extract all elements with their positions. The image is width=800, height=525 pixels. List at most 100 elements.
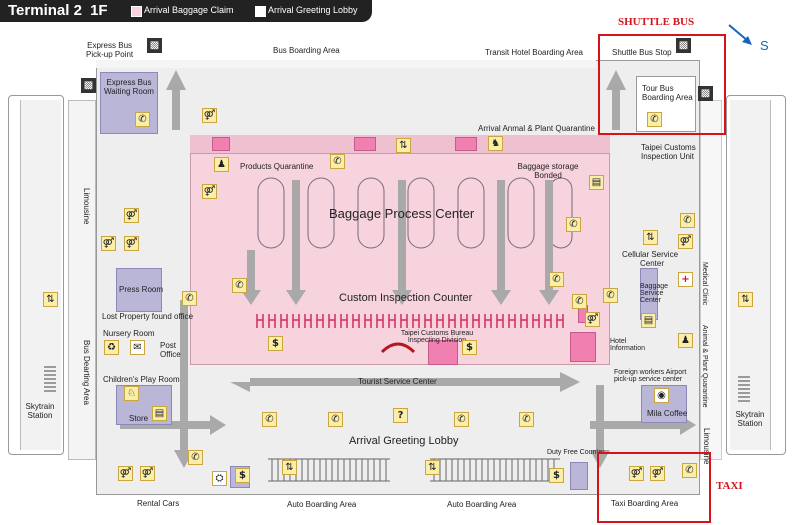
legend-claim-label: Arrival Baggage Claim bbox=[144, 5, 234, 15]
claim-booth-5 bbox=[428, 340, 458, 365]
tourist-service-label: Tourist Service Center bbox=[358, 377, 437, 386]
phone-icon: ✆ bbox=[262, 412, 277, 427]
skytrain-left-line1: Skytrain bbox=[25, 402, 55, 411]
duty-free-booth bbox=[570, 462, 588, 490]
skytrain-right-inner bbox=[730, 100, 771, 450]
bus-dearting-label: Bus Dearting Area bbox=[82, 340, 91, 405]
bus-icon: ▩ bbox=[698, 86, 713, 101]
first-aid-icon: + bbox=[678, 272, 693, 287]
taxi-icon: ⛭ bbox=[212, 471, 227, 486]
officer-icon: ♟ bbox=[214, 157, 229, 172]
animal-plant-right-label: Animal & Plant Quarantine bbox=[701, 325, 708, 408]
restroom-icon: ⚤ bbox=[202, 184, 217, 199]
skytrain-right-line1: Skytrain bbox=[735, 410, 765, 419]
press-room bbox=[116, 268, 162, 312]
customs-bureau-line1: Taipei Customs Bureau bbox=[400, 330, 474, 337]
skytrain-left-stairs bbox=[44, 366, 56, 392]
products-quarantine-label: Products Quarantine bbox=[240, 162, 314, 171]
bus-icon: ▩ bbox=[81, 78, 96, 93]
foreign-workers-label: Foreign workers Airport pick-up service … bbox=[614, 369, 686, 383]
limousine-right-label: Limousine bbox=[702, 428, 711, 465]
compass-arrow-icon bbox=[728, 24, 752, 45]
press-room-label: Press Room bbox=[119, 285, 164, 294]
post-office-line1: Post bbox=[160, 341, 177, 350]
money-exchange-icon: $ bbox=[268, 336, 283, 351]
phone-icon: ✆ bbox=[232, 278, 247, 293]
bus-boarding-label: Bus Boarding Area bbox=[273, 46, 340, 55]
express-waiting-line1: Express Bus bbox=[106, 78, 152, 87]
shuttle-bus-stop-label: Shuttle Bus Stop bbox=[612, 48, 672, 57]
left-bus-lane bbox=[68, 100, 96, 460]
restroom-icon: ⚤ bbox=[650, 466, 665, 481]
information-icon: ? bbox=[393, 408, 408, 423]
baggage-storage-label: Baggage storage Bonded bbox=[508, 162, 588, 180]
restroom-icon: ⚤ bbox=[124, 208, 139, 223]
medical-clinic-label: Medical Clinic bbox=[701, 262, 708, 306]
customs-bureau-arch bbox=[380, 342, 416, 354]
phone-icon: ✆ bbox=[549, 272, 564, 287]
bus-icon: ▩ bbox=[147, 38, 162, 53]
baggage-storage-line1: Baggage storage bbox=[517, 162, 579, 171]
duty-free-label: Duty Free Counter bbox=[547, 449, 605, 456]
arrival-lobby-label: Arrival Greeting Lobby bbox=[349, 435, 459, 447]
hotel-info-line1: Hotel bbox=[610, 338, 627, 345]
phone-icon: ✆ bbox=[328, 412, 343, 427]
skytrain-right-line2: Station bbox=[737, 419, 763, 428]
claim-booth-1 bbox=[212, 137, 230, 151]
skytrain-left-inner bbox=[20, 100, 61, 450]
tpe-customs-label: Taipei Customs Inspection Unit bbox=[641, 143, 696, 161]
restroom-icon: ⚤ bbox=[101, 236, 116, 251]
baggage-service-label: Baggage Service Center bbox=[640, 283, 668, 304]
restroom-icon: ⚤ bbox=[678, 234, 693, 249]
hotel-info-label: Hotel Information bbox=[610, 338, 645, 352]
skytrain-right-stairs bbox=[738, 376, 750, 402]
restroom-icon: ⚤ bbox=[202, 108, 217, 123]
mail-icon: ✉ bbox=[130, 340, 145, 355]
legend-lobby-swatch bbox=[255, 6, 266, 17]
express-pickup-label: Express Bus Pick-up Point bbox=[86, 41, 133, 59]
elevator-icon: ⇅ bbox=[396, 138, 411, 153]
baggage-process-label: Baggage Process Center bbox=[329, 206, 475, 221]
phone-icon: ✆ bbox=[566, 217, 581, 232]
gift-icon: ▤ bbox=[152, 406, 167, 421]
phone-icon: ✆ bbox=[182, 291, 197, 306]
tour-bus-line2: Boarding Area bbox=[642, 93, 693, 102]
rental-cars-label: Rental Cars bbox=[137, 499, 180, 508]
customs-bureau-line2: Inspecting Division bbox=[407, 337, 467, 344]
nursery-label: Nursery Room bbox=[103, 329, 155, 338]
transit-hotel-label: Transit Hotel Boarding Area bbox=[485, 48, 583, 57]
restroom-icon: ⚤ bbox=[140, 466, 155, 481]
express-waiting-line2: Waiting Room bbox=[104, 87, 154, 96]
tpe-customs-line1: Taipei Customs bbox=[641, 143, 696, 152]
restroom-icon: ⚤ bbox=[585, 312, 600, 327]
phone-icon: ✆ bbox=[330, 154, 345, 169]
animal-plant-label: Arrival Anmal & Plant Quarantine bbox=[478, 124, 595, 133]
claim-booth-2 bbox=[354, 137, 376, 151]
terminal-name: Terminal 2 bbox=[8, 2, 82, 19]
tpe-customs-line2: Inspection Unit bbox=[641, 152, 694, 161]
money-exchange-icon: $ bbox=[235, 468, 250, 483]
skytrain-left-label: Skytrain Station bbox=[20, 402, 60, 420]
limousine-left-label: Limousine bbox=[82, 188, 91, 225]
elevator-icon: ⇅ bbox=[643, 230, 658, 245]
mila-coffee-label: Mila Coffee bbox=[647, 409, 688, 418]
customs-bureau-label: Taipei Customs Bureau Inspecting Divisio… bbox=[392, 330, 482, 344]
baggage-storage-line2: Bonded bbox=[534, 171, 562, 180]
taxi-annotation: TAXI bbox=[716, 480, 743, 492]
legend-lobby-label: Arrival Greeting Lobby bbox=[268, 5, 358, 15]
phone-icon: ✆ bbox=[682, 463, 697, 478]
post-office-label: Post Office bbox=[160, 341, 181, 359]
money-exchange-icon: $ bbox=[549, 468, 564, 483]
restroom-icon: ⚤ bbox=[118, 466, 133, 481]
elevator-icon: ⇅ bbox=[425, 460, 440, 475]
inspection-counter-row bbox=[256, 314, 564, 328]
elevator-icon: ⇅ bbox=[282, 460, 297, 475]
shuttle-bus-highlight bbox=[598, 34, 726, 135]
foreign-workers-line1: Foreign workers Airport bbox=[614, 369, 687, 376]
childrens-play-label: Children's Play Room bbox=[103, 375, 180, 384]
shuttle-bus-annotation: SHUTTLE BUS bbox=[618, 16, 695, 28]
phone-icon: ✆ bbox=[454, 412, 469, 427]
money-exchange-icon: $ bbox=[462, 340, 477, 355]
baggage-service-line2: Service bbox=[640, 290, 664, 297]
floor-label: 1F bbox=[90, 2, 108, 19]
